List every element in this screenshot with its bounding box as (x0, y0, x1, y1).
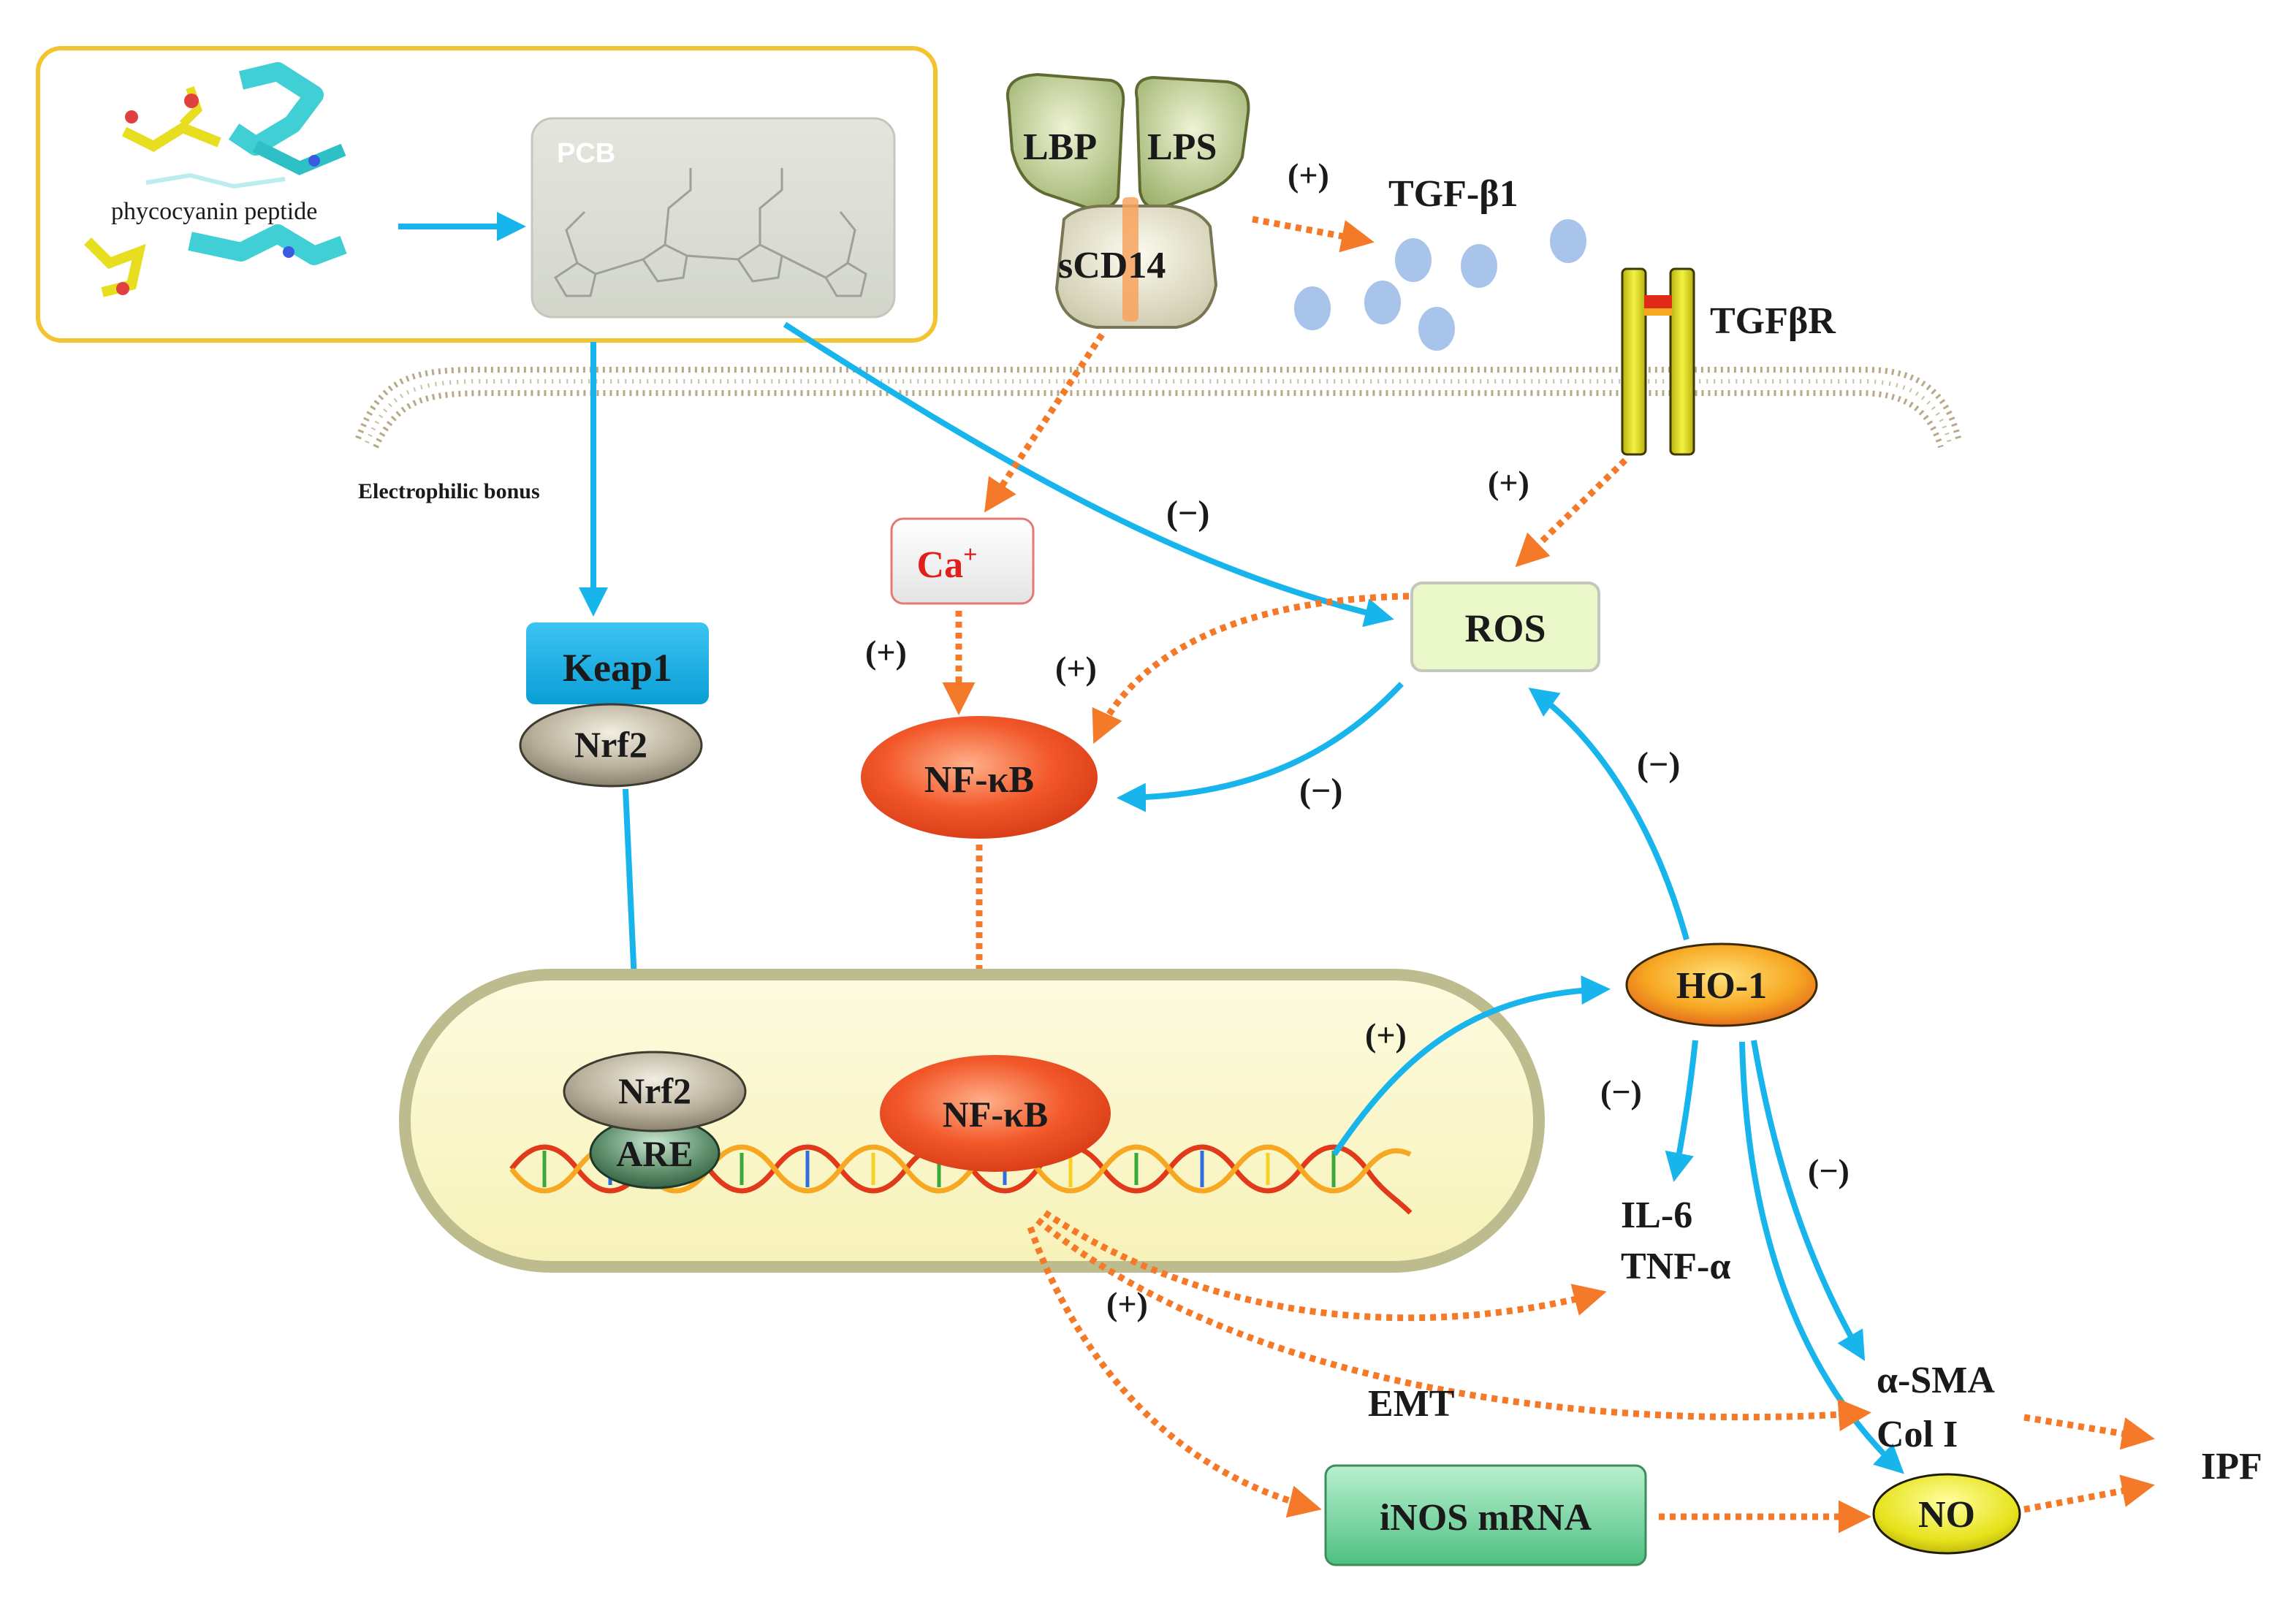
ho1-label: HO-1 (1676, 965, 1767, 1007)
ros-box (1410, 582, 1600, 672)
arrow-lps-to-tgf (1252, 216, 1375, 253)
arrow-tgfbr-to-ros (1515, 457, 1628, 568)
pcb-label: PCB (557, 138, 615, 169)
pcb-structure-box (531, 117, 896, 319)
arrow-ho1-to-ros (1528, 687, 1689, 941)
keap1-label: Keap1 (563, 646, 672, 690)
nfkb-nucleus (880, 1055, 1111, 1172)
arrow-ros-to-nfkb-plus (1092, 593, 1410, 744)
sign-ho1-ros: (−) (1637, 745, 1680, 784)
ca-text: Ca (917, 544, 964, 586)
arrow-asma-to-ipf (2023, 1414, 2155, 1450)
lbp-lps-scd14-complex (1006, 72, 1250, 329)
are-label: ARE (616, 1133, 693, 1174)
arrow-ho1-to-asma (1751, 1040, 1866, 1361)
arrow-ho1-to-il6 (1665, 1040, 1698, 1182)
sign-nfkb-inos: (+) (1106, 1285, 1148, 1322)
sign-lps-tgf: (+) (1288, 156, 1329, 194)
asma-label: α-SMA (1877, 1360, 1995, 1401)
arrow-scd14-to-ca (984, 332, 1105, 513)
nfkb-cytoplasm (861, 716, 1098, 839)
ca-superscript: + (963, 541, 977, 568)
tgfbr-receptor (1621, 267, 1695, 456)
nrf2-top-label: Nrf2 (574, 724, 647, 765)
arrow-no-to-ipf (2023, 1474, 2155, 1513)
tgfbr-label: TGFβR (1710, 300, 1836, 342)
sign-ros-nfkb-plus: (+) (1055, 649, 1097, 687)
no-label: NO (1918, 1494, 1975, 1536)
inos-mrna-box (1324, 1464, 1647, 1566)
tgfb1-molecules (1294, 219, 1586, 351)
nfkb-nucleus-label: NF-κB (943, 1094, 1048, 1135)
il6-label: IL-6 (1621, 1195, 1692, 1236)
sign-ho1-asma: (−) (1808, 1152, 1850, 1189)
arrow-pcb-to-ros (783, 321, 1394, 628)
nrf2-cytoplasm (519, 703, 703, 788)
nfkb-top-label: NF-κB (924, 759, 1034, 801)
no-ellipse (1872, 1473, 2021, 1555)
sign-ca-nfkb: (+) (865, 633, 907, 671)
ros-label: ROS (1464, 606, 1546, 650)
arrow-ros-to-nfkb-minus (1117, 682, 1404, 812)
keap1-box (526, 622, 709, 704)
nrf2-nucleus-label: Nrf2 (618, 1070, 691, 1111)
nrf2-nucleus (563, 1051, 747, 1132)
scd14-label: sCD14 (1058, 245, 1166, 286)
sign-pcb-ros: (−) (1166, 494, 1209, 533)
ho1-ellipse (1625, 942, 1818, 1027)
electrophilic-label: Electrophilic bonus (358, 479, 540, 503)
cell-membrane (355, 367, 1961, 449)
arrow-dna-to-il6 (1043, 1210, 1607, 1322)
sign-ros-nfkb-minus: (−) (1299, 772, 1342, 810)
tnfa-label: TNF-α (1621, 1246, 1730, 1287)
lps-label: LPS (1147, 126, 1217, 168)
ca-box (890, 517, 1035, 605)
emt-label: EMT (1368, 1383, 1454, 1425)
ca-label: Ca+ (917, 541, 978, 586)
ipf-label: IPF (2201, 1446, 2262, 1487)
col1-label: Col I (1877, 1414, 1958, 1455)
phycocyanin-peptide-structure (84, 62, 347, 297)
lbp-label: LBP (1023, 126, 1097, 168)
sign-ho1-il6: (−) (1600, 1073, 1642, 1111)
arrow-nucleus-to-ho1 (1331, 975, 1611, 1157)
tgfb1-label: TGF-β1 (1388, 173, 1518, 215)
phycocyanin-label: phycocyanin peptide (111, 198, 317, 225)
sign-nucleus-ho1: (+) (1365, 1016, 1407, 1054)
sign-tgfbr-ros: (+) (1488, 464, 1529, 501)
inos-label: iNOS mRNA (1380, 1497, 1592, 1539)
